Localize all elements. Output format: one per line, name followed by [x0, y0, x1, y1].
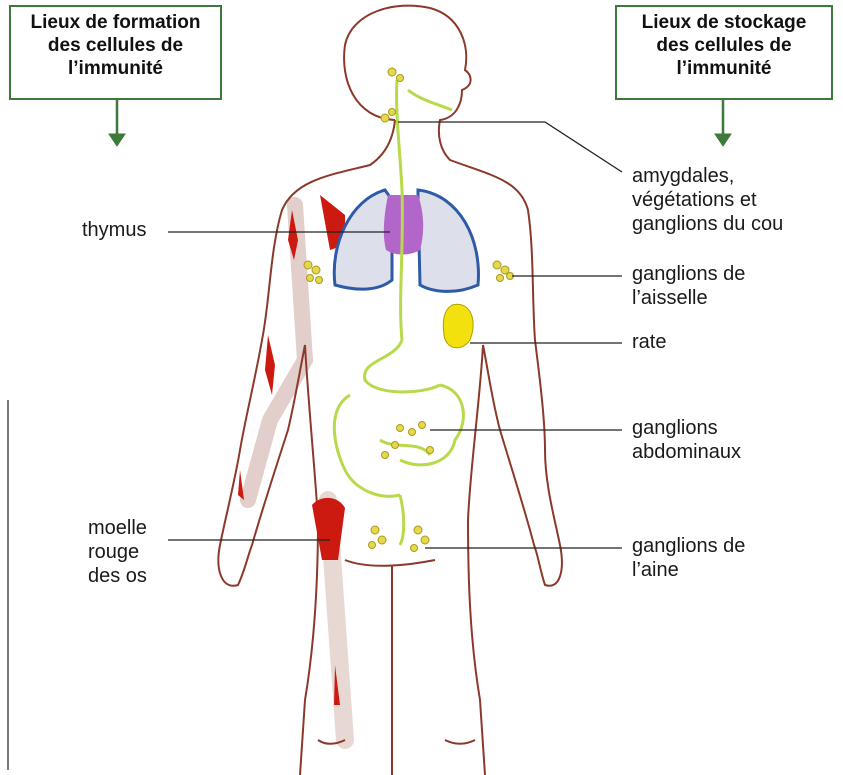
- forearm-marrow: [265, 335, 275, 395]
- label-moelle: moelle rouge des os: [88, 516, 147, 588]
- label-aisselle: ganglions de l’aisselle: [632, 262, 745, 310]
- label-thymus-line-1: thymus: [82, 218, 146, 242]
- stockage-arrow-icon: [715, 100, 731, 146]
- spleen-organ: [443, 304, 473, 348]
- label-abdominaux: ganglions abdominaux: [632, 416, 741, 464]
- bones: [238, 195, 345, 740]
- label-amygdales-line-1: amygdales,: [632, 164, 783, 188]
- label-aine: ganglions de l’aine: [632, 534, 745, 582]
- label-amygdales-line-3: ganglions du cou: [632, 212, 783, 236]
- label-amygdales: amygdales, végétations et ganglions du c…: [632, 164, 783, 236]
- label-abdominaux-line-1: ganglions: [632, 416, 741, 440]
- leader-lines: [168, 122, 622, 548]
- label-rate: rate: [632, 330, 666, 354]
- label-aisselle-line-2: l’aisselle: [632, 286, 745, 310]
- label-aine-line-2: l’aine: [632, 558, 745, 582]
- label-amygdales-line-2: végétations et: [632, 188, 783, 212]
- label-moelle-line-2: rouge: [88, 540, 147, 564]
- lymphatic-vessels: [334, 80, 463, 545]
- label-moelle-line-1: moelle: [88, 516, 147, 540]
- label-rate-line-1: rate: [632, 330, 666, 354]
- label-thymus: thymus: [82, 218, 146, 242]
- label-aisselle-line-1: ganglions de: [632, 262, 745, 286]
- wrist-marrow: [238, 470, 244, 500]
- label-moelle-line-3: des os: [88, 564, 147, 588]
- label-abdominaux-line-2: abdominaux: [632, 440, 741, 464]
- formation-arrow-icon: [109, 100, 125, 146]
- lymph-nodes: [304, 68, 514, 552]
- amygdales-leader-line: [398, 122, 622, 172]
- label-aine-line-1: ganglions de: [632, 534, 745, 558]
